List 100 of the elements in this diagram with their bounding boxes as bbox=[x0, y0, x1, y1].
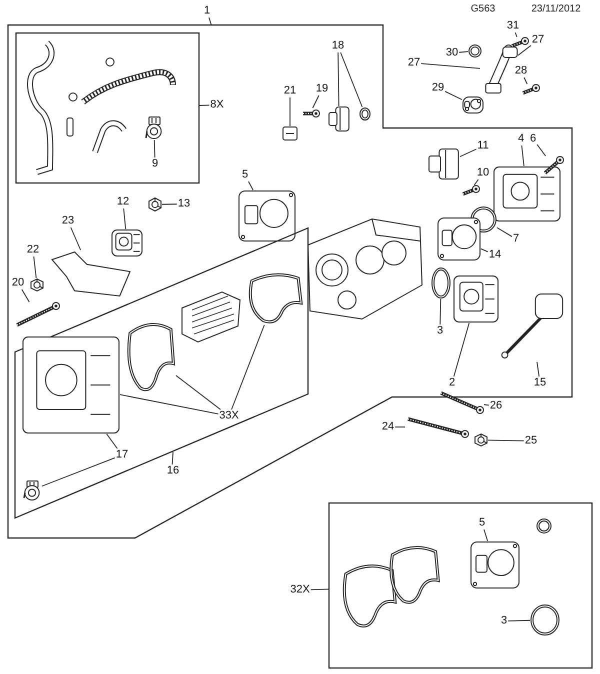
leader-line bbox=[484, 404, 490, 406]
leader-line bbox=[453, 322, 470, 377]
hose-clip bbox=[144, 116, 164, 140]
leader-line bbox=[458, 51, 468, 53]
leader-line bbox=[162, 204, 178, 205]
housing-part bbox=[22, 336, 120, 434]
leader-line bbox=[536, 362, 540, 377]
callout-number: 32X bbox=[289, 584, 311, 596]
nut bbox=[30, 278, 44, 292]
leader-line bbox=[42, 457, 116, 487]
gasket bbox=[238, 190, 296, 242]
callout-number: 8X bbox=[209, 98, 225, 112]
callout-number: 22 bbox=[26, 244, 40, 256]
leader-line bbox=[176, 375, 221, 410]
hose-clip bbox=[22, 480, 42, 500]
leader-line bbox=[444, 91, 462, 100]
leader-line bbox=[474, 179, 479, 186]
leader-line bbox=[312, 95, 320, 108]
leader-line bbox=[21, 289, 30, 302]
group-frame bbox=[329, 503, 592, 668]
sensor-part bbox=[428, 148, 460, 180]
leader-line bbox=[154, 140, 156, 158]
callout-number: 21 bbox=[282, 84, 298, 98]
leader-line bbox=[440, 298, 442, 325]
group-frame bbox=[16, 33, 199, 183]
leader-line bbox=[70, 227, 82, 250]
leader-line bbox=[310, 588, 330, 590]
leader-line bbox=[488, 440, 524, 442]
connector-part bbox=[282, 126, 298, 141]
leader-line bbox=[231, 324, 265, 410]
callout-number: 4 bbox=[516, 132, 526, 146]
bolt bbox=[14, 302, 60, 328]
callout-number: 25 bbox=[524, 434, 538, 448]
leader-line bbox=[521, 145, 524, 166]
callout-number: 13 bbox=[176, 198, 192, 210]
leader-line bbox=[514, 32, 518, 38]
leader-line bbox=[394, 426, 406, 428]
callout-number: 28 bbox=[514, 64, 528, 78]
callout-number: 5 bbox=[240, 168, 250, 182]
leader-line bbox=[484, 529, 488, 542]
callout-number: 18 bbox=[330, 40, 346, 52]
callout-number: 7 bbox=[512, 232, 520, 246]
callout-number: 11 bbox=[476, 140, 490, 152]
gasket bbox=[470, 541, 520, 589]
callout-number: 1 bbox=[202, 4, 212, 18]
leader-line bbox=[518, 45, 532, 56]
callout-number: 16 bbox=[166, 464, 180, 478]
leader-line bbox=[340, 52, 363, 108]
o-ring bbox=[468, 44, 482, 58]
housing-part bbox=[493, 166, 561, 222]
nut bbox=[474, 433, 488, 447]
bolt bbox=[542, 156, 564, 176]
sheet-label: 23/11/2012 bbox=[531, 4, 581, 14]
leader-line bbox=[172, 452, 174, 465]
housing-part bbox=[111, 229, 143, 257]
o-ring bbox=[536, 518, 552, 534]
callout-number: 15 bbox=[532, 376, 548, 390]
callout-number: 12 bbox=[116, 196, 130, 208]
callout-number: 3 bbox=[500, 614, 508, 628]
callout-number: 6 bbox=[528, 132, 538, 146]
bolt bbox=[509, 37, 529, 49]
callout-number: 19 bbox=[314, 82, 330, 96]
leader-line bbox=[524, 77, 528, 84]
leader-line bbox=[248, 181, 254, 190]
bolt bbox=[438, 390, 484, 414]
callout-number: 3 bbox=[436, 324, 444, 338]
bolt bbox=[520, 84, 540, 96]
callout-number: 5 bbox=[478, 516, 486, 530]
leader-line bbox=[120, 394, 219, 414]
sensor-part bbox=[328, 106, 350, 132]
callout-number: 24 bbox=[380, 420, 396, 434]
leader-line bbox=[480, 248, 488, 252]
leader-line bbox=[208, 17, 212, 26]
callout-number: 26 bbox=[488, 400, 504, 412]
leader-line bbox=[460, 148, 477, 158]
leader-line bbox=[496, 227, 512, 238]
callout-number: 20 bbox=[10, 276, 26, 290]
leader-line bbox=[198, 104, 210, 106]
bolt bbox=[460, 185, 480, 197]
leader-line bbox=[338, 52, 340, 106]
seal-gasket bbox=[246, 270, 304, 325]
housing-part bbox=[453, 275, 499, 323]
callout-number: 27 bbox=[530, 34, 546, 46]
bolt bbox=[405, 416, 469, 438]
callout-number: 10 bbox=[476, 166, 490, 180]
gasket bbox=[437, 217, 481, 261]
o-ring bbox=[530, 604, 560, 636]
callout-number: 14 bbox=[488, 248, 502, 262]
sheet-label: G563 bbox=[470, 4, 496, 14]
leader-line bbox=[123, 208, 126, 230]
bolt bbox=[300, 108, 320, 119]
callout-number: 31 bbox=[506, 20, 520, 32]
leader-line bbox=[420, 63, 480, 69]
callout-number: 17 bbox=[114, 448, 130, 462]
leader-line bbox=[536, 144, 546, 156]
gasket bbox=[462, 96, 484, 114]
callout-number: 9 bbox=[150, 158, 160, 170]
callout-number: 33X bbox=[218, 410, 240, 422]
callout-number: 29 bbox=[430, 82, 446, 94]
leader-line bbox=[106, 434, 118, 449]
